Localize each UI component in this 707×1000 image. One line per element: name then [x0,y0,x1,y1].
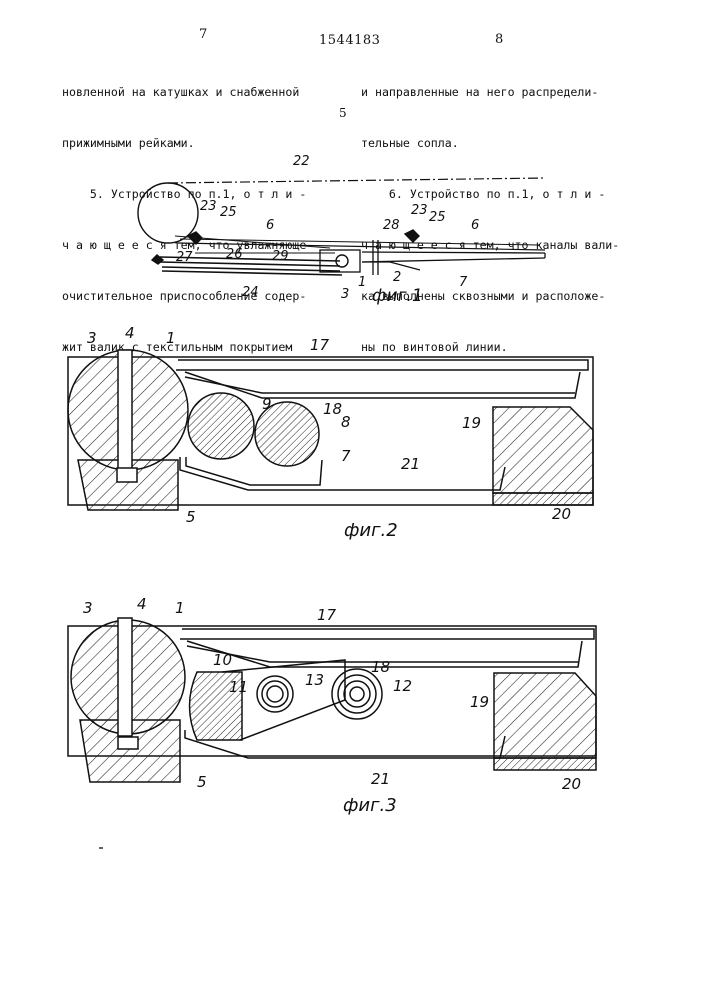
fig3-label: 5 [197,773,207,791]
fig3-label: 21 [371,770,390,788]
fig2-label: 7 [341,447,351,465]
fig3-caption: фиг.3 [343,795,397,816]
fig1-label: 6 [471,218,479,233]
figure-2 [68,350,593,510]
fig1-label: 22 [293,154,310,169]
fig1-label: 25 [220,205,237,220]
fig2-label: 18 [323,400,342,418]
fig2-label: 1 [166,329,176,347]
fig1-label: 26 [226,247,243,262]
fig2-caption: фиг.2 [344,520,398,541]
fig1-caption: фиг.1 [372,286,423,306]
fig2-label: 20 [552,505,571,523]
fig2-label: 21 [401,455,420,473]
fig3-label: 4 [137,595,147,613]
fig3-label: 3 [83,599,93,617]
fig3-label: 19 [470,693,489,711]
fig3-label: 18 [371,658,390,676]
fig2-label: 5 [186,508,196,526]
fig3-label: 10 [213,651,232,669]
fig1-label: 27 [176,250,193,265]
fig1-label: 7 [459,275,468,290]
fig2-label: 9 [262,395,272,413]
fig1-label: 24 [242,285,259,300]
fig1-label: 29 [272,249,289,264]
fig2-label: 4 [125,324,135,342]
fig3-label: 20 [562,775,581,793]
fig3-label: 1 [175,599,185,617]
fig1-label: 3 [341,287,349,302]
fig2-label: 3 [87,329,97,347]
fig3-label: 12 [393,677,412,695]
figure-3 [68,618,596,782]
figure-1 [138,178,545,275]
fig2-label: 8 [341,413,351,431]
figure-1-labels: 22 23 25 6 28 23 25 6 27 26 29 1 2 7 24 … [176,154,479,302]
fig1-label: 28 [383,218,400,233]
fig2-label: 17 [310,336,330,354]
fig1-label: 6 [266,218,274,233]
fig3-label: 11 [229,678,248,696]
fig1-label: 23 [200,199,217,214]
fig3-label: 17 [317,606,337,624]
fig3-label: 13 [305,671,324,689]
fig1-label: 1 [358,275,366,290]
fig2-label: 19 [462,414,481,432]
fig1-label: 23 [411,203,428,218]
fig1-label: 25 [429,210,446,225]
fig1-label: 2 [393,270,401,285]
